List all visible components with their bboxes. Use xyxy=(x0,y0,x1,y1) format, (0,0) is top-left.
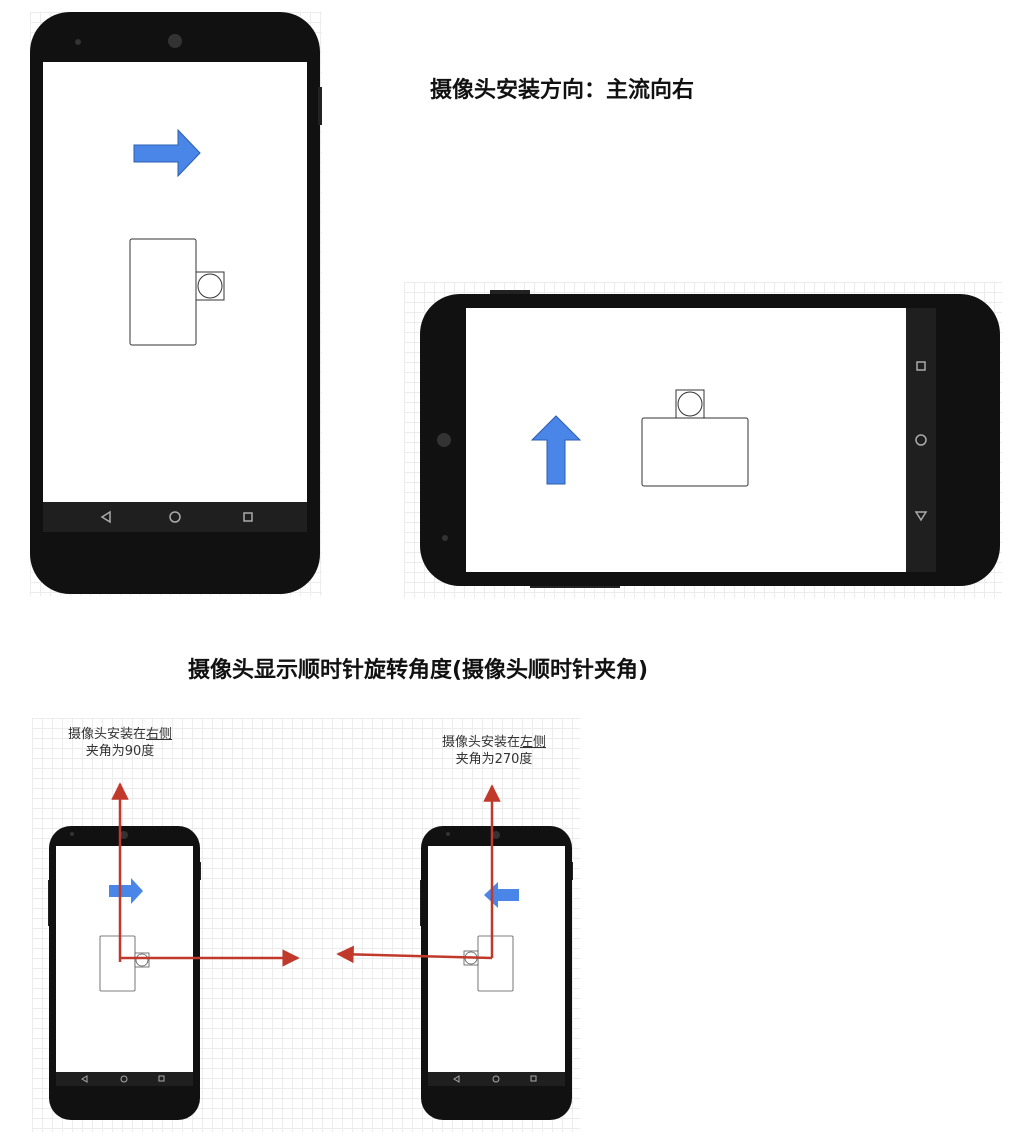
sensor-dot xyxy=(446,832,450,836)
note-prefix: 摄像头安装在 xyxy=(441,735,520,750)
front-camera-dot xyxy=(168,34,182,48)
back-icon xyxy=(100,510,111,524)
note-camera-left: 摄像头安装在左侧 夹角为270度 xyxy=(426,734,562,768)
camera-lens xyxy=(677,391,703,417)
sensor-dot xyxy=(75,39,81,45)
axis-left-right xyxy=(336,945,493,964)
phone-landscape xyxy=(420,290,1000,588)
side-button xyxy=(490,290,530,296)
note-prefix: 摄像头安装在 xyxy=(67,727,146,742)
title-mount-direction: 摄像头安装方向：主流向右 xyxy=(430,78,695,103)
recents-icon xyxy=(158,1075,165,1082)
home-icon xyxy=(915,434,927,446)
sensor-dot xyxy=(70,832,74,836)
front-camera-dot xyxy=(120,831,128,839)
home-icon xyxy=(492,1075,500,1083)
front-camera-dot xyxy=(492,831,500,839)
recents-icon xyxy=(916,361,926,371)
phone-small-camera-left xyxy=(420,826,573,1120)
blue-arrow-right xyxy=(109,878,143,904)
note-angle: 夹角为270度 xyxy=(455,752,533,767)
blue-arrow-up xyxy=(530,415,582,485)
camera-lens xyxy=(197,273,223,299)
note-side: 左侧 xyxy=(520,735,547,750)
note-camera-right: 摄像头安装在右侧 夹角为90度 xyxy=(52,726,188,760)
front-camera-dot xyxy=(437,433,451,447)
recents-icon xyxy=(243,512,253,522)
nav-bar xyxy=(43,502,307,532)
recents-icon xyxy=(530,1075,537,1082)
blue-arrow-right xyxy=(133,128,201,178)
title-rotation-angle: 摄像头显示顺时针旋转角度(摄像头顺时针夹角) xyxy=(188,658,649,683)
phone-small-camera-right xyxy=(48,826,201,1120)
home-icon xyxy=(169,511,181,523)
side-button xyxy=(318,87,322,125)
phone-portrait xyxy=(30,12,322,594)
nav-bar xyxy=(906,308,936,572)
back-icon xyxy=(914,511,928,522)
note-angle: 夹角为90度 xyxy=(85,744,155,759)
home-icon xyxy=(120,1075,128,1083)
back-icon xyxy=(453,1075,460,1083)
back-icon xyxy=(81,1075,88,1083)
sensor-dot xyxy=(442,535,448,541)
note-side: 右侧 xyxy=(146,727,173,742)
